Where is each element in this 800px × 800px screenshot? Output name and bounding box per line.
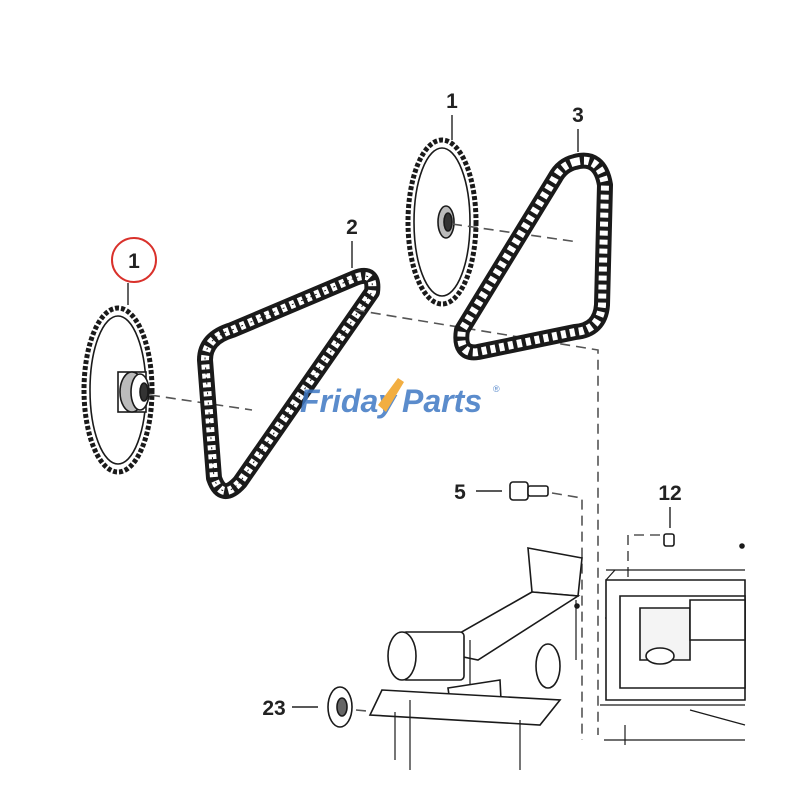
- callout-23: 23: [262, 697, 285, 720]
- watermark-part2: Parts: [402, 383, 482, 419]
- chain-right[interactable]: [453, 152, 613, 361]
- callout-1-left: 1: [128, 250, 140, 273]
- sprocket-left[interactable]: [81, 305, 155, 475]
- washer[interactable]: [327, 686, 353, 728]
- callout-12: 12: [658, 482, 681, 505]
- watermark-swoosh-icon: [378, 378, 404, 412]
- chain-left[interactable]: [197, 267, 381, 499]
- bolt[interactable]: [509, 481, 549, 501]
- callout-3: 3: [572, 104, 584, 127]
- axis-line-right-sprocket: [451, 223, 579, 243]
- callout-2: 2: [346, 216, 358, 239]
- highlight-circle: [111, 237, 157, 283]
- callout-5: 5: [454, 481, 466, 504]
- frame-assembly: [368, 543, 746, 770]
- guide-line-chain: [354, 309, 599, 735]
- watermark-logo: Friday Parts ®: [300, 378, 500, 419]
- callout-1-right: 1: [446, 90, 458, 113]
- sprocket-right[interactable]: [405, 137, 479, 307]
- watermark-mark: ®: [493, 384, 500, 394]
- grease-fitting[interactable]: [663, 533, 675, 547]
